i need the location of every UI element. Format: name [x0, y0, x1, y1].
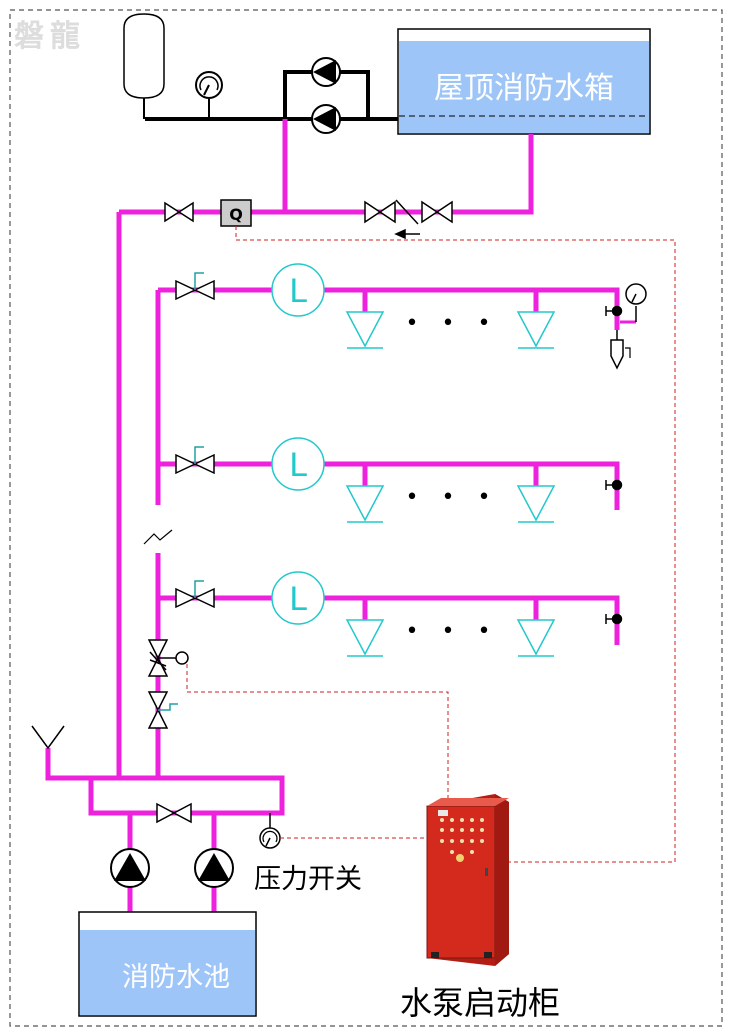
pressure-tank-icon [123, 13, 165, 119]
diagram-border [9, 9, 723, 1027]
roof-tank-label: 屋顶消防水箱 [434, 71, 614, 106]
end-test-valve-icon [605, 305, 623, 625]
water-flow-indicator-floor-2: L [271, 437, 325, 491]
pressure-switch-icon [259, 813, 281, 849]
fire-pump-1-icon [110, 848, 150, 888]
sprinkler-icon [345, 485, 385, 522]
fire-pool-label: 消防水池 [122, 962, 230, 993]
svg-text:L: L [289, 446, 307, 484]
riser-gate-valve-icon [147, 691, 178, 729]
booster-pump-lower-icon [311, 104, 341, 134]
pressure-switch-label: 压力开关 [254, 864, 362, 895]
svg-text:L: L [289, 272, 307, 310]
sprinkler-ellipsis-floor-1: • • • [406, 311, 499, 336]
signal-valve-floor-1-icon [175, 272, 215, 301]
sprinkler-icon [516, 311, 556, 348]
booster-pump-upper-icon [311, 57, 341, 87]
svg-text:L: L [289, 580, 307, 618]
sprinkler-ellipsis-floor-3: • • • [406, 619, 499, 644]
fire-pool: 消防水池 [78, 911, 257, 1017]
sprinkler-heads [345, 311, 556, 657]
alarm-valve-icon [147, 639, 189, 677]
header-gate-valve-icon [156, 802, 192, 824]
roof-inlet-valves-icon [364, 199, 453, 240]
flow-switch-label: Q [229, 205, 243, 224]
inlet-y-icon [31, 725, 65, 750]
end-pressure-gauge-icon [610, 283, 647, 370]
watermark: 磐龍 [14, 19, 86, 54]
sprinkler-pipe-network [45, 119, 620, 912]
control-signal-lines [186, 226, 676, 863]
water-flow-indicator-floor-1: L [271, 263, 325, 317]
sprinkler-icon [516, 619, 556, 656]
water-flow-indicator-floor-3: L [271, 571, 325, 625]
fire-pump-2-icon [194, 848, 234, 888]
roof-tank: 屋顶消防水箱 [397, 28, 651, 135]
signal-valve-floor-3-icon [175, 580, 215, 609]
pipe-break-icon [143, 529, 173, 545]
sprinkler-icon [345, 311, 385, 348]
sprinkler-ellipsis-floor-2: • • • [406, 485, 499, 510]
flow-switch: Q [220, 199, 252, 227]
gate-valve-icon [164, 201, 194, 223]
cabinet-indicator-lights [440, 818, 484, 854]
pressure-gauge-icon [195, 71, 223, 119]
pump-cabinet-label: 水泵启动柜 [400, 984, 560, 1022]
signal-valve-floor-2-icon [175, 446, 215, 475]
booster-pipe [145, 70, 398, 121]
pump-control-cabinet [426, 794, 509, 966]
sprinkler-icon [345, 619, 385, 656]
sprinkler-icon [516, 485, 556, 522]
